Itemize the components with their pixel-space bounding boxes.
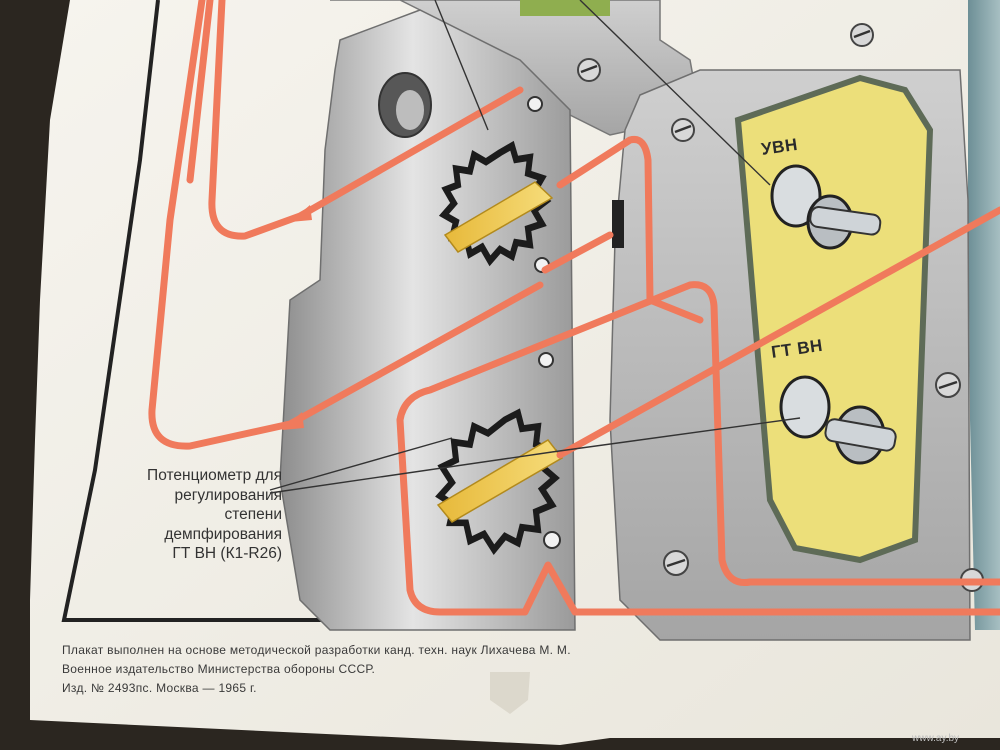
housing-slot bbox=[612, 200, 624, 248]
housing-hole-inner bbox=[396, 90, 424, 130]
caption-line: регулирования bbox=[174, 486, 282, 504]
watermark: www.ay.by bbox=[912, 733, 960, 744]
screw-icon bbox=[850, 23, 874, 47]
top-green-block bbox=[520, 0, 610, 16]
footer-line-3: Изд. № 2493пс. Москва — 1965 г. bbox=[62, 681, 257, 695]
screw-icon bbox=[577, 58, 601, 82]
paper-tear bbox=[490, 672, 530, 714]
caption-line: степени bbox=[224, 506, 282, 523]
lower-potentiometer bbox=[435, 352, 564, 556]
caption-line: Потенциометр для bbox=[147, 467, 282, 484]
upper-potentiometer bbox=[438, 96, 554, 273]
uvn-terminal bbox=[770, 164, 882, 250]
lower-wiper bbox=[436, 439, 564, 523]
upper-wiper bbox=[443, 181, 554, 253]
screw-icon bbox=[935, 372, 961, 398]
screw-icon bbox=[671, 118, 695, 142]
screw-icon bbox=[663, 550, 689, 576]
potentiometer-caption: Потенциометр для регулирования степени д… bbox=[82, 466, 282, 564]
poster-footer: Плакат выполнен на основе методической р… bbox=[62, 641, 571, 698]
leader-lines bbox=[269, 0, 801, 494]
arrow-icon bbox=[282, 412, 304, 430]
arrow-icon bbox=[290, 205, 312, 222]
right-device-panel bbox=[968, 0, 1000, 630]
footer-line-2: Военное издательство Министерства оборон… bbox=[62, 662, 376, 676]
gtvn-terminal bbox=[779, 375, 897, 465]
footer-line-1: Плакат выполнен на основе методической р… bbox=[62, 643, 571, 657]
caption-line: демпфирования bbox=[164, 525, 282, 543]
caption-line: ГТ ВН (К1-R26) bbox=[172, 545, 282, 562]
wiring bbox=[148, 0, 1000, 616]
